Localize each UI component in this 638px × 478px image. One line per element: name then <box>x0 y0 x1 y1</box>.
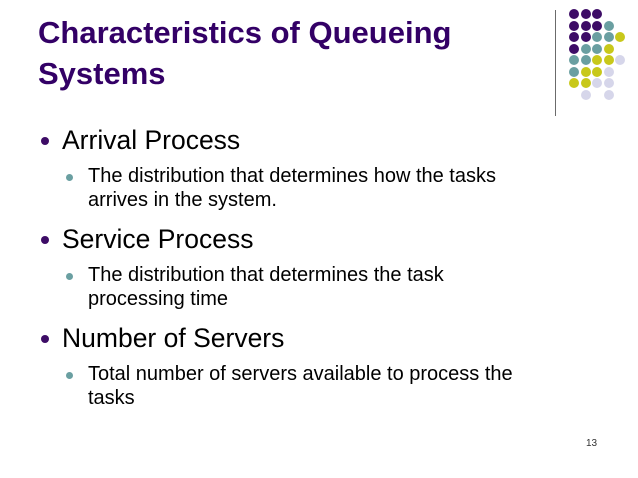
decorative-dot-icon <box>603 55 614 65</box>
decorative-dot-icon <box>580 66 591 77</box>
decorative-dot-icon <box>615 32 625 42</box>
level1-bullet-icon <box>41 137 49 145</box>
decorative-dot-icon <box>569 55 579 65</box>
decorative-dot-icon <box>569 9 579 19</box>
slide-title-line-2: Systems <box>38 56 166 91</box>
decorative-dot-icon <box>592 78 602 88</box>
sub-bullet-line: The distribution that determines the tas… <box>88 264 444 286</box>
decorative-dot-icon <box>580 78 591 88</box>
decorative-dot-icon <box>569 66 579 77</box>
level2-bullet-icon <box>66 273 73 280</box>
sub-bullet-service-process: The distribution that determines the tas… <box>88 263 444 311</box>
decorative-dot-icon <box>603 90 614 100</box>
slide-title: Characteristics of Queueing Systems <box>38 12 538 94</box>
decorative-dot-icon <box>603 78 614 88</box>
decorative-dot-icon <box>569 43 579 54</box>
decorative-dot-icon <box>592 43 602 54</box>
decorative-dot-icon <box>569 20 579 31</box>
sub-bullet-arrival-process: The distribution that determines how the… <box>88 164 496 212</box>
level2-bullet-icon <box>66 372 73 379</box>
level2-bullet-icon <box>66 174 73 181</box>
decorative-dot-icon <box>592 55 602 65</box>
decorative-dot-icon <box>603 66 614 77</box>
sub-bullet-line: processing time <box>88 288 229 310</box>
bullet-arrival-process: Arrival Process <box>62 125 241 155</box>
sub-bullet-line: arrives in the system. <box>88 189 277 211</box>
decorative-dot-icon <box>603 20 614 31</box>
sub-bullet-line: tasks <box>88 387 135 409</box>
decorative-dot-icon <box>603 32 614 42</box>
decorative-dot-icon <box>615 55 625 65</box>
bullet-number-of-servers: Number of Servers <box>62 323 285 353</box>
page-number: 13 <box>586 438 598 449</box>
decorative-dot-icon <box>580 55 591 65</box>
decorative-dot-icon <box>580 90 591 100</box>
decorative-dot-icon <box>569 32 579 42</box>
decorative-dot-icon <box>580 32 591 42</box>
decorative-dot-icon <box>580 20 591 31</box>
decorative-dot-icon <box>569 78 579 88</box>
sub-bullet-line: The distribution that determines how the… <box>88 165 496 187</box>
bullet-service-process: Service Process <box>62 224 254 254</box>
divider-line <box>555 10 556 116</box>
level1-bullet-icon <box>41 236 49 244</box>
slide-title-line-1: Characteristics of Queueing <box>38 15 452 50</box>
decorative-dot-icon <box>580 43 591 54</box>
decorative-dot-icon <box>592 9 602 19</box>
sub-bullet-line: Total number of servers available to pro… <box>88 363 513 385</box>
decorative-dot-icon <box>603 43 614 54</box>
decorative-dot-icon <box>592 20 602 31</box>
decorative-dot-icon <box>592 66 602 77</box>
sub-bullet-number-of-servers: Total number of servers available to pro… <box>88 362 513 410</box>
level1-bullet-icon <box>41 335 49 343</box>
decorative-dot-icon <box>592 32 602 42</box>
decorative-dot-icon <box>580 9 591 19</box>
